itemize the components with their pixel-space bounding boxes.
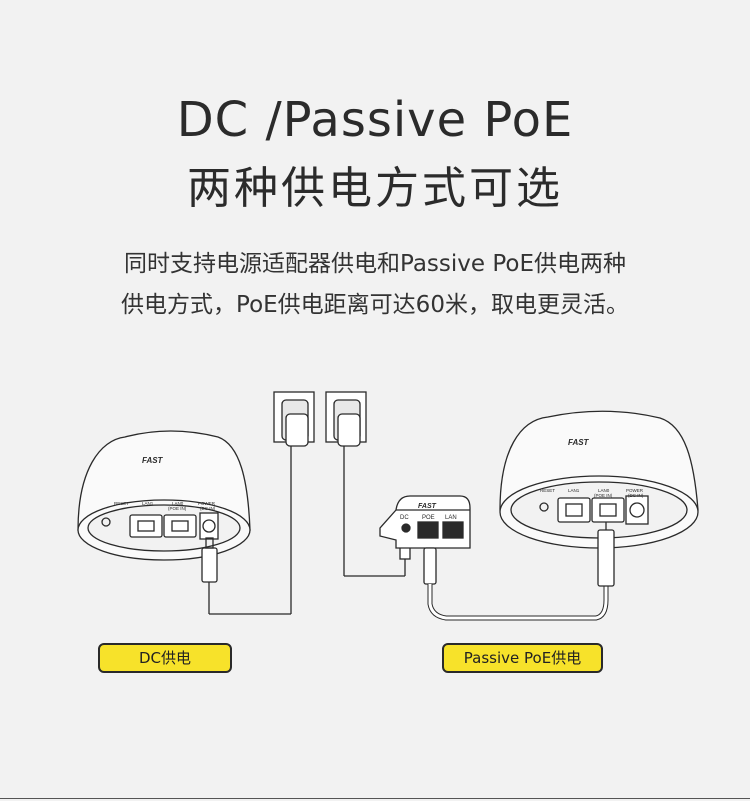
left-device-brand: FAST (142, 456, 164, 465)
right-port-reset: RESET (540, 488, 555, 493)
description-line-2: 供电方式，PoE供电距离可达60米，取电更灵活。 (121, 292, 629, 318)
left-cpe-device (77, 430, 251, 614)
injector-port-dc: DC (400, 515, 409, 521)
left-port-dc-in: (DC IN) (200, 506, 216, 511)
bottom-divider (0, 798, 750, 799)
left-port-lan1: LAN1 (142, 501, 154, 506)
description-line-1: 同时支持电源适配器供电和Passive PoE供电两种 (123, 251, 626, 277)
right-cpe-device (499, 410, 699, 587)
dc-power-label: DC供电 (98, 643, 232, 673)
injector-port-poe: POE (422, 515, 435, 521)
title-line-1: DC /Passive PoE (176, 92, 574, 148)
right-power-adapter (325, 391, 411, 577)
left-port-lan0: LAN0 (172, 501, 184, 506)
power-diagram: FAST FAST FAST RESET LAN1 LAN0 (POE IN) … (77, 391, 699, 621)
left-port-poe-in: (POE IN) (168, 506, 187, 511)
left-port-reset: RESET (114, 501, 129, 506)
right-device-brand: FAST (568, 438, 590, 447)
right-port-dc-in: (DC IN) (628, 493, 644, 498)
poe-power-label: Passive PoE供电 (442, 643, 603, 673)
injector-brand: FAST (418, 503, 437, 510)
left-power-adapter (209, 391, 315, 615)
left-port-power: POWER (198, 501, 216, 506)
injector-port-lan: LAN (445, 515, 457, 521)
right-port-lan1: LAN1 (568, 488, 580, 493)
title-line-2: 两种供电方式可选 (187, 163, 563, 214)
right-port-power: POWER (626, 488, 644, 493)
right-port-poe-in: (POE IN) (594, 493, 613, 498)
poe-injector (379, 495, 609, 621)
right-port-lan0: LAN0 (598, 488, 610, 493)
